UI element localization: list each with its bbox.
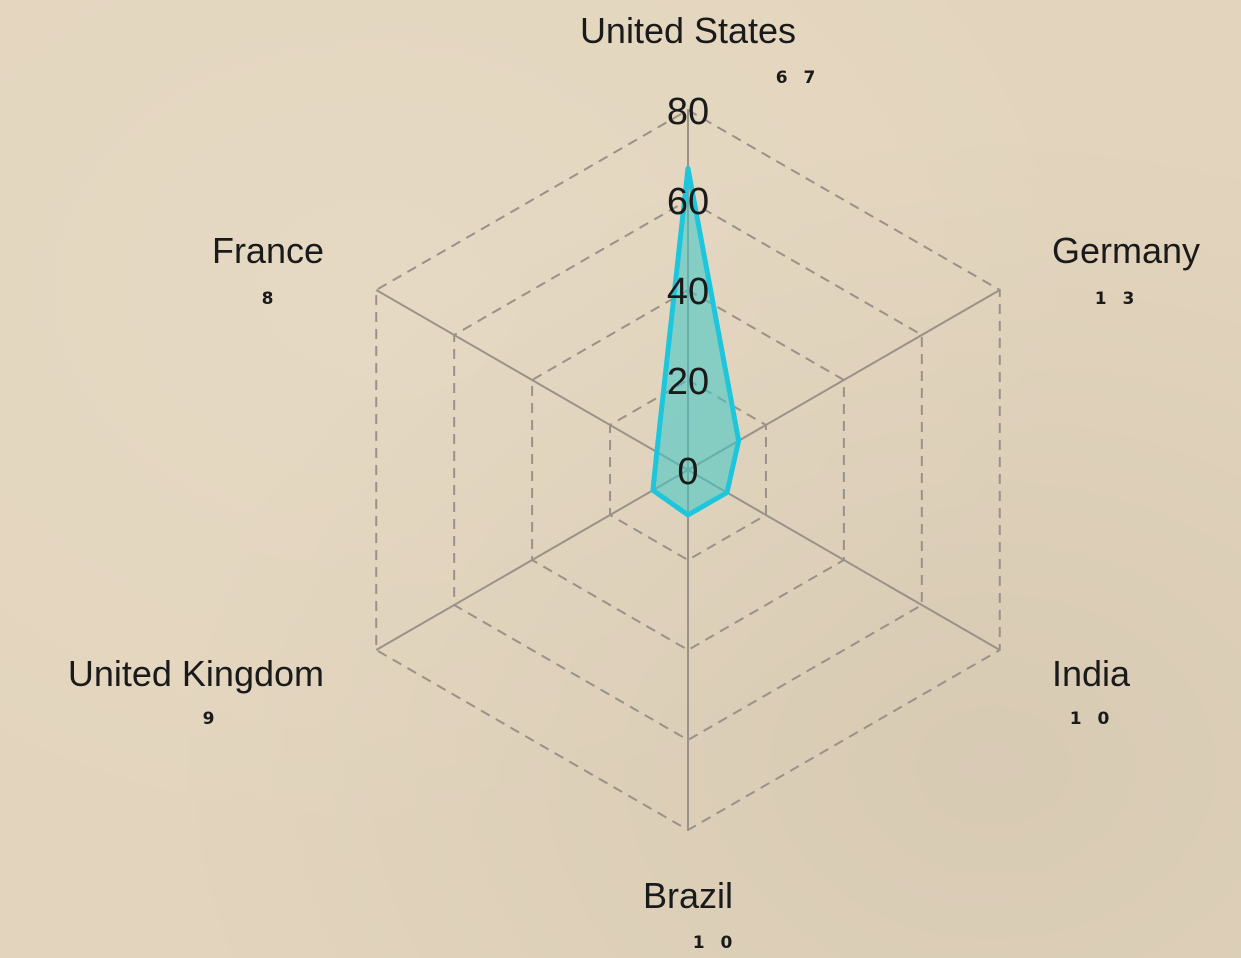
value-label-germany: 1 3	[1095, 289, 1140, 309]
value-label-france: 8	[262, 289, 279, 309]
radial-tick-0: 0	[677, 451, 698, 493]
radial-tick-80: 80	[667, 91, 709, 133]
category-label-united-states: United States	[580, 10, 796, 51]
radial-tick-40: 40	[667, 271, 709, 313]
category-label-brazil: Brazil	[643, 875, 733, 916]
value-label-united-kingdom: 9	[203, 709, 220, 729]
spoke-united-kingdom	[375, 469, 689, 651]
series-layer	[650, 166, 742, 518]
category-labels: United States 6 7 Germany 1 3 India 1 0 Brazil…	[68, 10, 1200, 953]
category-label-germany: Germany	[1052, 230, 1200, 271]
category-label-india: India	[1052, 653, 1131, 694]
spoke-india	[687, 469, 1001, 651]
series-area-0	[650, 166, 742, 518]
category-label-france: France	[212, 230, 324, 271]
radial-tick-20: 20	[667, 361, 709, 403]
category-label-united-kingdom: United Kingdom	[68, 653, 324, 694]
spoke-france	[375, 289, 689, 471]
radial-tick-labels: 0 20 40 60 80	[667, 91, 709, 493]
value-label-united-states: 6 7	[776, 68, 821, 88]
radial-tick-60: 60	[667, 181, 709, 223]
value-label-brazil: 1 0	[693, 933, 738, 953]
value-label-india: 1 0	[1070, 709, 1115, 729]
